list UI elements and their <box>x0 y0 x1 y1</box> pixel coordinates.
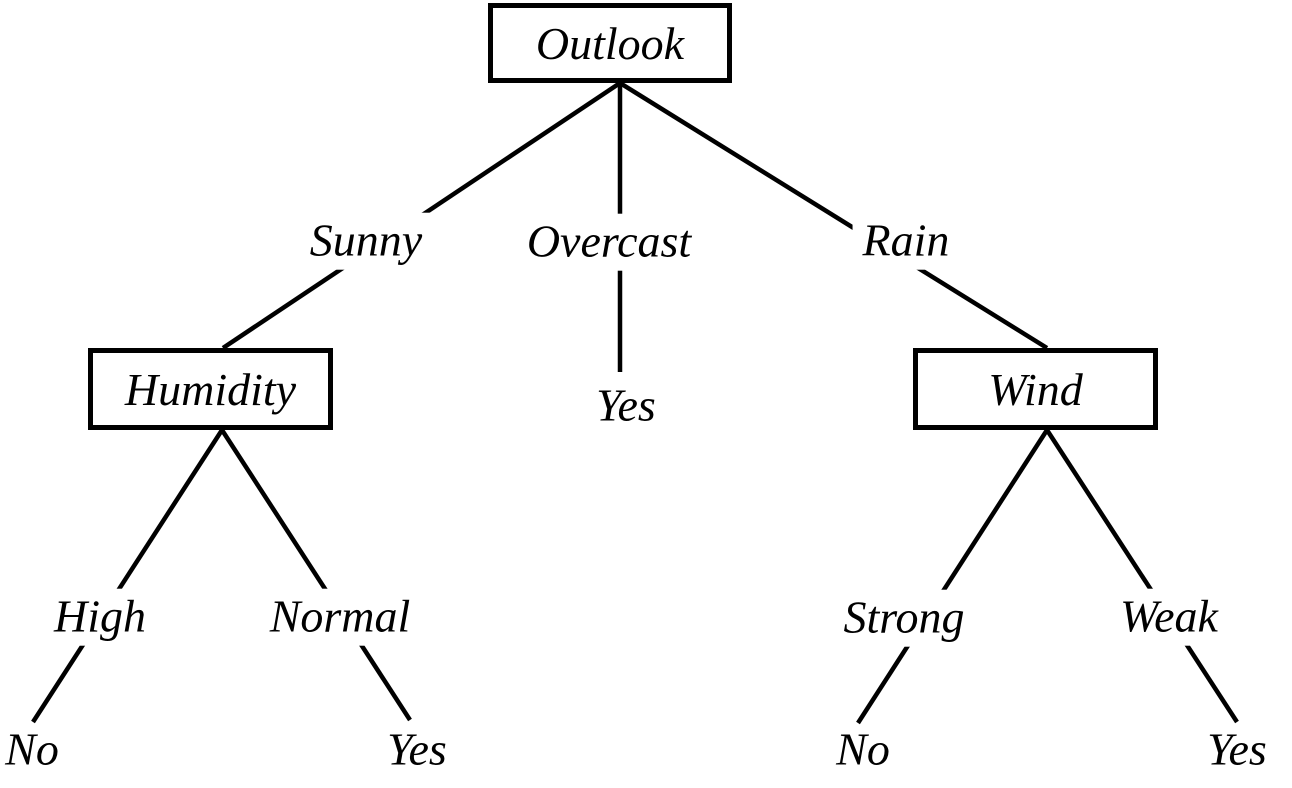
leaf-overcast-yes: Yes <box>596 379 656 431</box>
edge-label-overcast: Overcast <box>516 213 702 271</box>
node-wind: Wind <box>913 348 1158 430</box>
leaf-weak-yes: Yes <box>1207 723 1267 775</box>
edge-label-high: High <box>44 588 156 646</box>
leaf-high-no: No <box>5 723 59 775</box>
edge-label-rain: Rain <box>852 212 960 270</box>
node-humidity: Humidity <box>88 348 333 430</box>
edge-wind-strong <box>856 428 1049 725</box>
edge-label-sunny: Sunny <box>299 212 433 270</box>
edge-humidity-normal <box>220 428 412 722</box>
edge-label-normal: Normal <box>259 588 421 646</box>
edge-label-weak: Weak <box>1110 588 1228 646</box>
node-outlook: Outlook <box>488 3 732 83</box>
edge-humidity-high <box>31 428 224 724</box>
edge-wind-weak <box>1045 428 1239 724</box>
node-humidity-label: Humidity <box>124 363 297 415</box>
node-wind-label: Wind <box>988 363 1083 415</box>
node-outlook-label: Outlook <box>535 17 685 69</box>
leaf-normal-yes: Yes <box>387 723 447 775</box>
edge-label-strong: Strong <box>833 589 975 647</box>
leaf-strong-no: No <box>836 723 890 775</box>
edge-outlook-rain <box>618 81 1049 350</box>
